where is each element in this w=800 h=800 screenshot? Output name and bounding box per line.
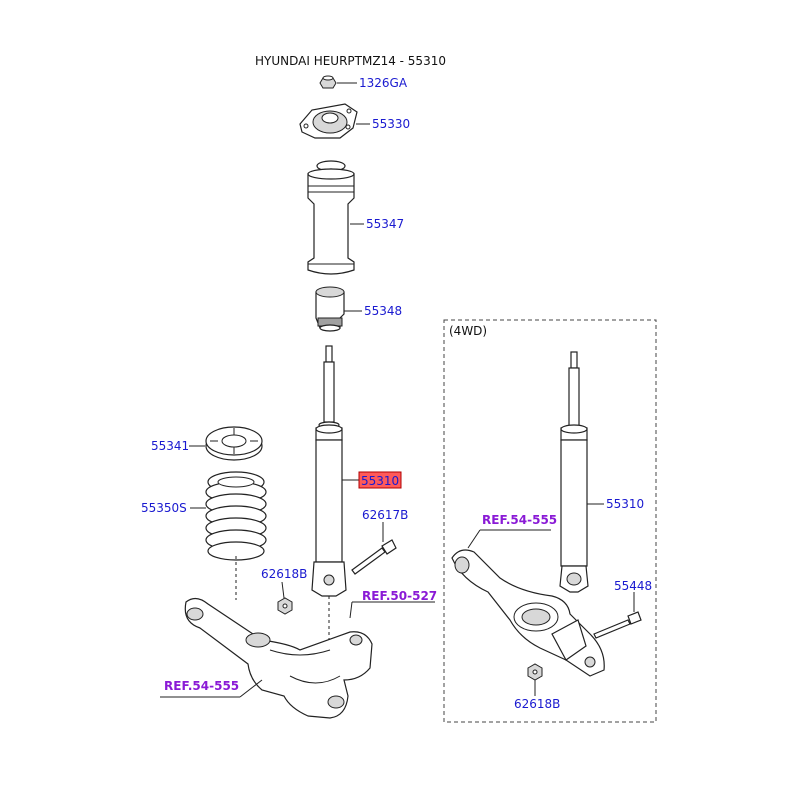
label-55310-4wd[interactable]: 55310 [606, 497, 644, 511]
label-55330[interactable]: 55330 [372, 117, 410, 131]
label-55347[interactable]: 55347 [366, 217, 404, 231]
label-55310-main[interactable]: 55310 [361, 474, 399, 488]
coil-spring-55350S [205, 471, 267, 561]
label-55348[interactable]: 55348 [364, 304, 402, 318]
spring-pad-55341 [205, 426, 263, 461]
label-REF54-555-right[interactable]: REF.54-555 [482, 513, 557, 527]
label-55448[interactable]: 55448 [614, 579, 652, 593]
label-62618B-right[interactable]: 62618B [514, 697, 560, 711]
label-55350S[interactable]: 55350S [141, 501, 187, 515]
label-62617B[interactable]: 62617B [362, 508, 408, 522]
shock-absorber-55310-4wd [559, 351, 589, 593]
diagram-title: HYUNDAI HEURPTMZ14 - 55310 [255, 54, 446, 68]
highlight-box-55310 [358, 471, 402, 489]
bolt-62617B [351, 539, 397, 575]
shock-absorber-55310 [311, 345, 347, 597]
strut-mount-55330 [299, 103, 358, 139]
label-62618B-left[interactable]: 62618B [261, 567, 307, 581]
nut-1326GA [319, 75, 337, 89]
label-55341[interactable]: 55341 [151, 439, 189, 453]
nut-62618B-left [277, 597, 293, 615]
bump-stopper-55348 [315, 286, 345, 332]
4wd-box [443, 319, 657, 723]
lower-arm-left [184, 597, 373, 719]
lower-arm-4wd [451, 549, 605, 677]
dust-boot-55347 [307, 160, 355, 275]
label-1326GA[interactable]: 1326GA [359, 76, 408, 90]
4wd-label: (4WD) [449, 324, 487, 338]
bolt-55448 [593, 611, 642, 639]
label-REF54-555-left[interactable]: REF.54-555 [164, 679, 239, 693]
nut-62618B-right [527, 663, 543, 681]
label-REF50-527[interactable]: REF.50-527 [362, 589, 437, 603]
